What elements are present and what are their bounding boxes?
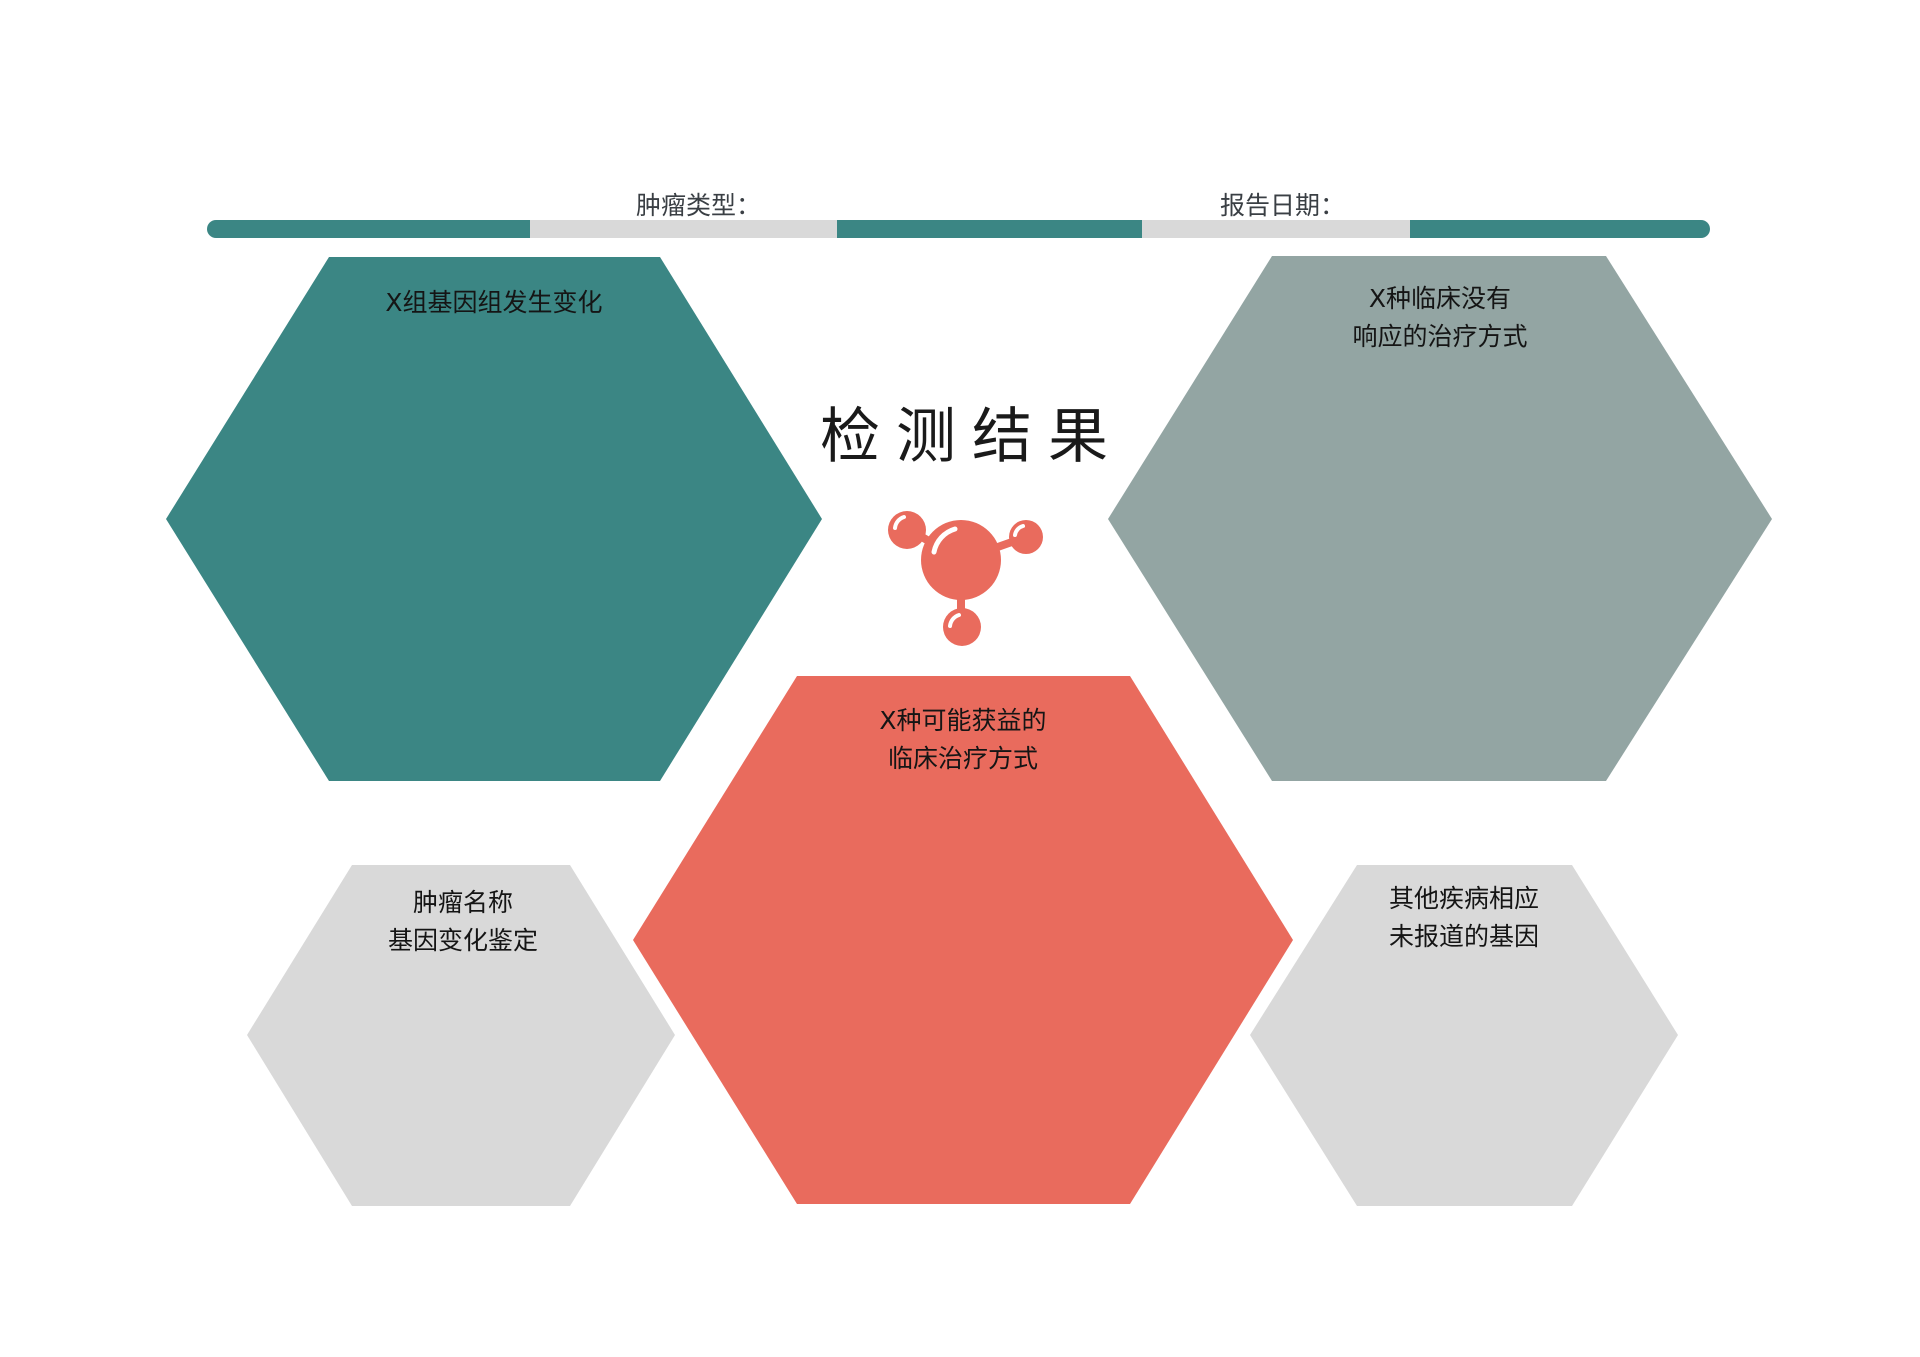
hexagon-no-response-treatments-line2: 响应的治疗方式: [1352, 321, 1528, 351]
hexagon-genome-alterations-line1: X组基因组发生变化: [385, 288, 603, 317]
tumor-type-label: 肿瘤类型：: [636, 191, 762, 220]
header-bar-segment-4: [1142, 220, 1410, 238]
header-bar-segment-5: [1410, 220, 1710, 238]
header-bar-segment-2: [530, 220, 837, 238]
hexagon-beneficial-treatments-line2: 临床治疗方式: [887, 743, 1038, 773]
hexagon-tumor-gene-identification-text: 肿瘤名称 基因变化鉴定: [303, 884, 623, 959]
molecule-icon: [888, 511, 1043, 646]
hexagon-beneficial-treatments: [633, 676, 1293, 1204]
header-bar: [207, 220, 1710, 238]
hexagon-tumor-gene-identification-line1: 肿瘤名称: [412, 888, 513, 917]
hexagon-other-disease-genes-line1: 其他疾病相应: [1388, 884, 1539, 913]
hexagon-other-disease-genes-line2: 未报道的基因: [1388, 921, 1539, 951]
hexagon-other-disease-genes: [1250, 865, 1678, 1206]
hexagon-tumor-gene-identification-line2: 基因变化鉴定: [387, 925, 538, 955]
header-bar-segment-3: [837, 220, 1142, 238]
hexagon-genome-alterations: [166, 257, 822, 781]
hexagon-other-disease-genes-text: 其他疾病相应 未报道的基因: [1304, 880, 1624, 955]
hexagon-tumor-gene-identification: [247, 865, 675, 1206]
page-title: 检测结果: [820, 402, 1124, 472]
hexagon-genome-alterations-text: X组基因组发生变化: [334, 284, 654, 322]
hexagon-no-response-treatments-line1: X种临床没有: [1368, 284, 1512, 313]
header-bar-segment-5b: [1410, 220, 1450, 238]
report-date-label: 报告日期：: [1220, 191, 1346, 220]
hexagon-beneficial-treatments-text: X种可能获益的 临床治疗方式: [803, 702, 1123, 777]
header-bar-segment-1: [207, 220, 537, 238]
hexagon-beneficial-treatments-line1: X种可能获益的: [879, 706, 1047, 735]
hexagon-no-response-treatments: [1108, 256, 1772, 781]
header-bar-segment-1b: [500, 220, 537, 238]
hexagon-no-response-treatments-text: X种临床没有 响应的治疗方式: [1280, 280, 1600, 355]
